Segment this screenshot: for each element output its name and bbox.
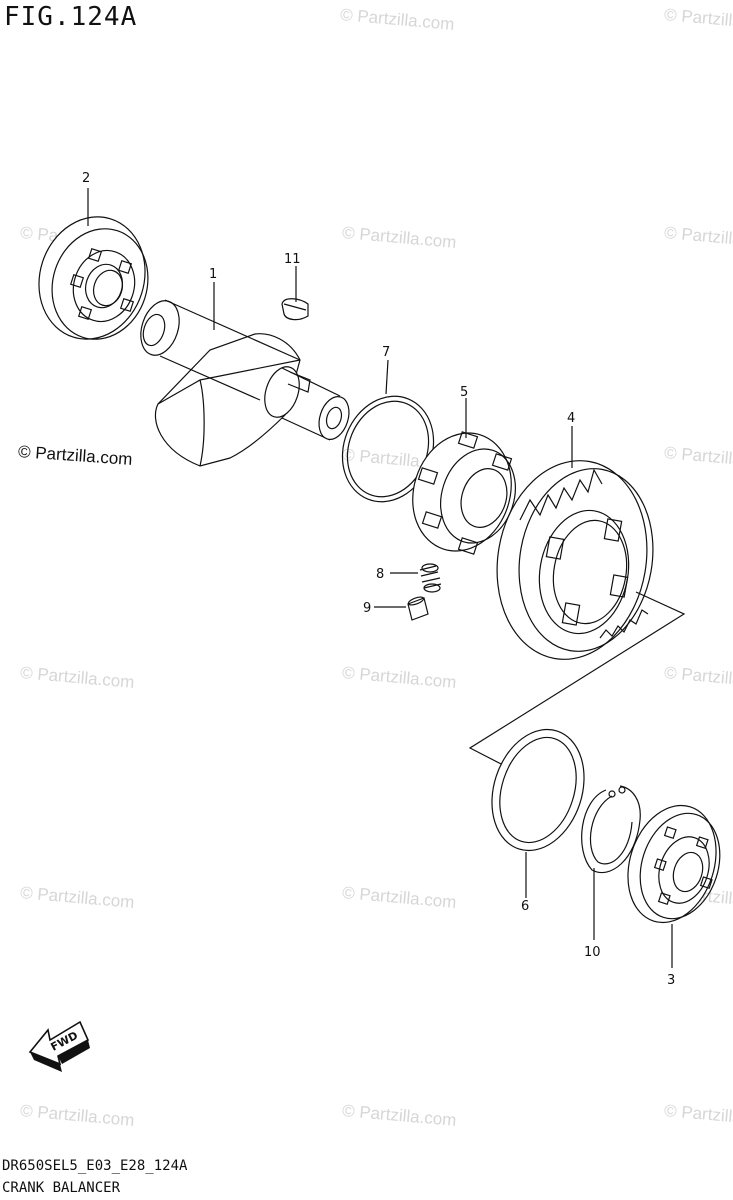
callout-7: 7 [382,345,390,360]
figure-title: FIG.124A [4,2,138,32]
callout-5: 5 [460,385,468,400]
callout-6: 6 [521,899,529,914]
callout-8: 8 [376,567,384,582]
callout-10: 10 [584,945,601,960]
bearing-right[interactable] [614,794,733,934]
thrust-washer[interactable] [477,717,599,862]
callout-4: 4 [567,411,575,426]
bearing-left[interactable] [23,203,162,353]
callout-9: 9 [363,601,371,616]
callout-11: 11 [284,252,301,267]
callout-3: 3 [667,973,675,988]
damper-hub[interactable] [398,420,527,564]
crank-balancer-shaft[interactable] [134,296,354,467]
balancer-driven-gear[interactable] [482,449,667,672]
woodruff-key[interactable] [281,298,309,321]
callout-1: 1 [209,267,217,282]
section-name: CRANK BALANCER [2,1180,121,1196]
callout-2: 2 [82,171,90,186]
circlip[interactable] [581,785,641,874]
fwd-arrow-icon: FWD [28,1020,90,1072]
damper-spring[interactable] [419,563,442,593]
model-code: DR650SEL5_E03_E28_124A [2,1158,188,1174]
pin[interactable] [407,595,429,621]
